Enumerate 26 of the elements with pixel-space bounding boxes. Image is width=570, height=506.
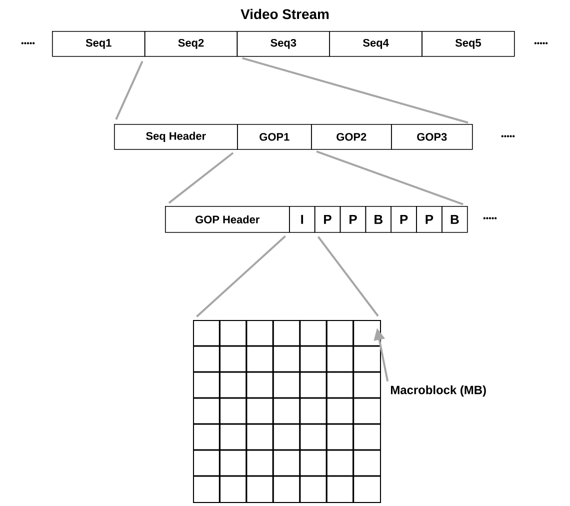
segment-cell: Seq1: [52, 31, 146, 57]
connector-line: [317, 236, 379, 317]
segment-cell: GOP Header: [165, 206, 290, 233]
connector-line: [168, 152, 234, 204]
connector-line: [242, 57, 468, 124]
segment-cell: GOP3: [391, 124, 473, 150]
title: Video Stream: [240, 8, 329, 20]
segment-cell: Seq Header: [114, 124, 238, 150]
connector-line: [316, 150, 464, 206]
segment-cell: Seq2: [144, 31, 238, 57]
segment-cell: Seq5: [422, 31, 515, 57]
segment-cell: GOP1: [237, 124, 312, 150]
segment-cell: Seq4: [329, 31, 422, 57]
segment-cell: B: [442, 206, 468, 233]
segment-cell: P: [416, 206, 442, 233]
segment-cell: P: [314, 206, 341, 233]
connector-line: [115, 60, 144, 120]
callout-label: Macroblock (MB): [391, 385, 486, 397]
segment-cell: I: [289, 206, 316, 233]
grid-drawing: [193, 320, 381, 503]
connector-line: [196, 235, 286, 318]
segment-cell: GOP2: [311, 124, 392, 150]
segment-cell: B: [365, 206, 392, 233]
segment-cell: P: [340, 206, 366, 233]
segment-cell: P: [390, 206, 417, 233]
segment-cell: Seq3: [236, 31, 330, 57]
